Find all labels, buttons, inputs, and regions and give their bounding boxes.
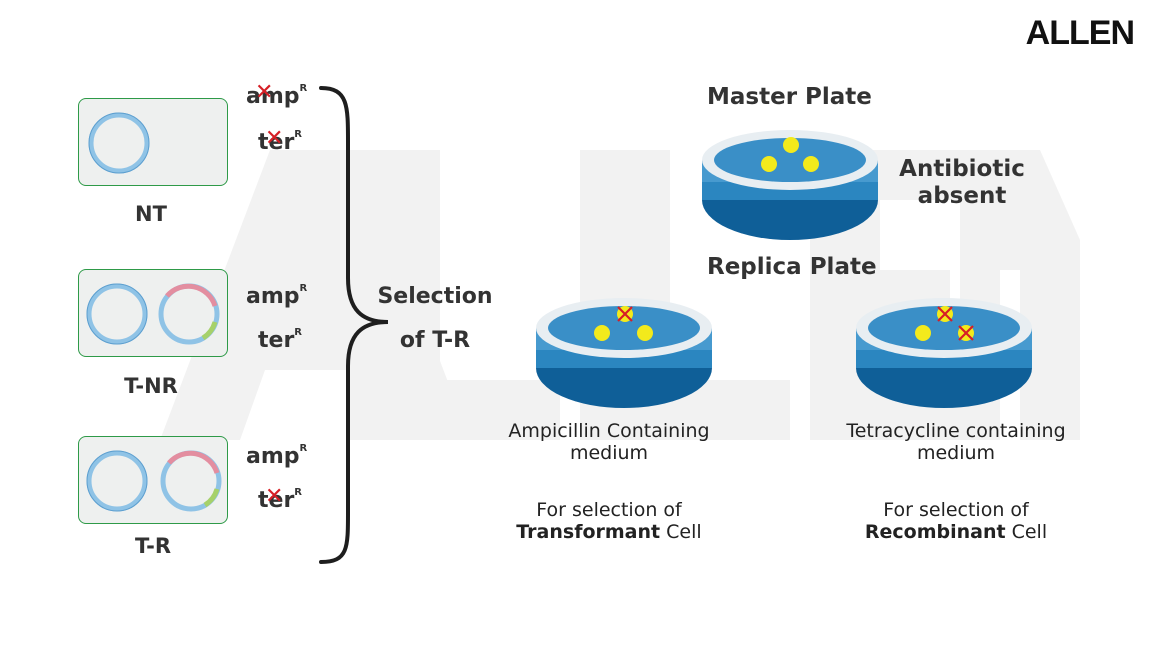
ampicillin-medium-label: Ampicillin Containing medium	[508, 420, 710, 464]
cell-tnr-label: T-NR	[124, 374, 178, 398]
colony	[783, 137, 799, 153]
cross-icon	[617, 306, 633, 322]
colony	[637, 325, 653, 341]
cell-tnr-box	[78, 269, 228, 357]
cell-tr-box	[78, 436, 228, 524]
curly-brace-icon	[319, 86, 389, 564]
cross-icon: ✕	[265, 126, 284, 151]
gene-ter: terR	[258, 486, 302, 513]
cell-nt-box	[78, 98, 228, 186]
ampicillin-petri-dish	[536, 298, 712, 408]
cross-icon: ✕	[265, 484, 284, 509]
master-plate-title: Master Plate	[707, 84, 872, 110]
master-petri-dish	[702, 130, 878, 240]
colony	[761, 156, 777, 172]
gene-ter: terR	[258, 128, 302, 155]
gene-amp: ampR	[246, 442, 308, 469]
plasmid-icon	[86, 450, 148, 512]
replica-plate-title: Replica Plate	[707, 254, 877, 280]
recombinant-selection-note: For selection of Recombinant Cell	[864, 499, 1048, 543]
colony	[803, 156, 819, 172]
recombinant-plasmid-icon	[160, 450, 222, 512]
colony	[915, 325, 931, 341]
plasmid-icon	[88, 112, 150, 174]
tetracycline-medium-label: Tetracycline containing medium	[846, 420, 1066, 464]
cross-icon	[937, 306, 953, 322]
recombinant-plasmid-icon	[158, 283, 220, 345]
colony	[594, 325, 610, 341]
antibiotic-note: Antibiotic absent	[899, 156, 1025, 209]
cross-icon: ✕	[255, 80, 274, 105]
gene-ter: terR	[258, 326, 302, 353]
tetracycline-petri-dish	[856, 298, 1032, 408]
brand-logo: ALLEN	[1025, 14, 1135, 52]
cell-tr-label: T-R	[134, 534, 172, 558]
gene-amp: ampR	[246, 282, 308, 309]
transformant-selection-note: For selection of Transformant Cell	[516, 499, 702, 543]
cell-nt-label: NT	[135, 202, 167, 226]
selection-label: Selection of T-R	[377, 284, 493, 353]
cross-icon	[958, 325, 974, 341]
plasmid-icon	[86, 283, 148, 345]
gene-amp: ampR	[246, 82, 308, 109]
